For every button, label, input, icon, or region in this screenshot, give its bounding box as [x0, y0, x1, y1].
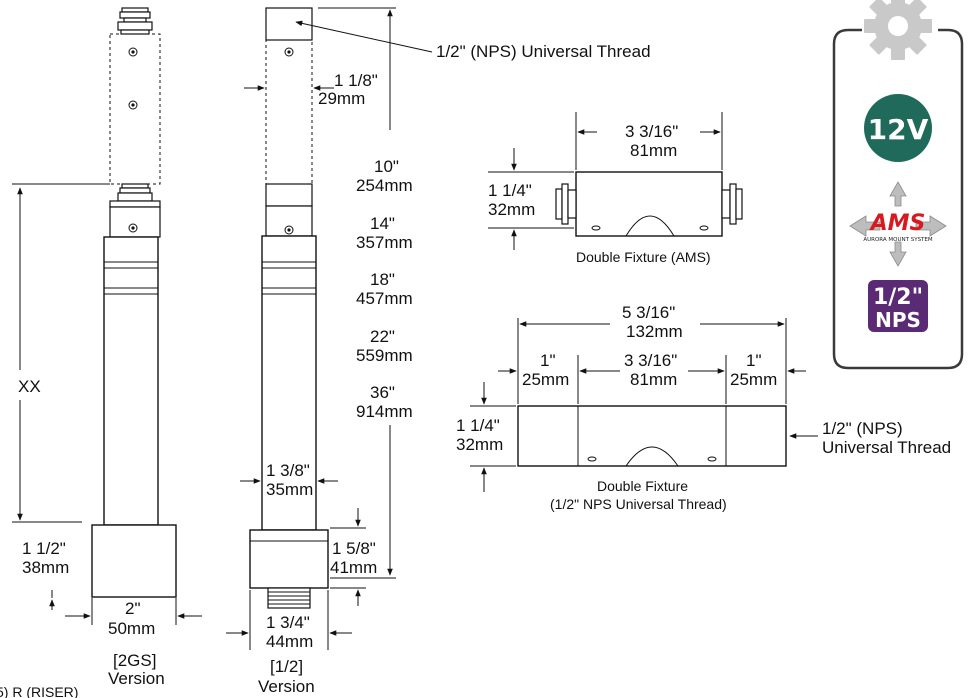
right-base-height-mm: 41mm — [330, 558, 377, 577]
left-base-width-mm: 50mm — [108, 619, 155, 638]
ams-height-in: 1 1/4" — [488, 181, 532, 200]
ams-width-in: 3 3/16" — [625, 122, 678, 141]
length-36-mm: 914mm — [356, 402, 413, 421]
left-base-width-in: 2" — [125, 599, 141, 618]
ams-height-mm: 32mm — [488, 200, 535, 219]
ams-logo: AMS AURORA MOUNT SYSTEM — [849, 181, 947, 267]
ams-dimensions — [488, 112, 723, 250]
length-18-in: 18" — [370, 270, 395, 289]
height-xx-label: XX — [18, 377, 41, 396]
length-14-in: 14" — [370, 214, 395, 233]
voltage-label: 12V — [868, 113, 929, 146]
nps-badge: 1/2" NPS — [868, 280, 928, 332]
left-base-height-in: 1 1/2" — [22, 539, 66, 558]
right-base-width-mm: 44mm — [266, 632, 313, 651]
length-10-in: 10" — [374, 157, 399, 176]
right-fixture-half — [249, 7, 329, 609]
right-version-code: [1/2] — [270, 657, 303, 676]
nps-height-mm: 32mm — [456, 435, 503, 454]
left-version-code: [2GS] — [113, 651, 156, 670]
nps-thread-line1: 1/2" (NPS) — [822, 419, 903, 438]
nps-caption-line2: (1/2" NPS Universal Thread) — [550, 496, 727, 512]
nps-badge-top: 1/2" — [873, 285, 923, 310]
tube-width-in: 1 3/8" — [266, 461, 310, 480]
nps-height-in: 1 1/4" — [456, 416, 500, 435]
right-dimensions — [226, 7, 433, 650]
length-18-mm: 457mm — [356, 289, 413, 308]
nps-double-fixture — [517, 405, 787, 467]
nps-right-in: 1" — [746, 351, 762, 370]
feature-panel — [832, 28, 964, 370]
right-base-width-in: 1 3/4" — [266, 613, 310, 632]
length-22-mm: 559mm — [356, 346, 413, 365]
ams-logo-subtext: AURORA MOUNT SYSTEM — [863, 237, 933, 243]
thread-callout: 1/2" (NPS) Universal Thread — [436, 42, 651, 61]
gear-icon — [864, 0, 932, 60]
nps-center-in: 3 3/16" — [624, 351, 677, 370]
left-fixture-2gs — [91, 7, 177, 598]
right-version-word: Version — [258, 677, 315, 696]
length-36-in: 36" — [370, 383, 395, 402]
nps-badge-bottom: NPS — [875, 308, 921, 332]
footer-note: 5) R (RISER) — [0, 684, 78, 698]
length-22-in: 22" — [370, 327, 395, 346]
nps-total-mm: 132mm — [626, 322, 683, 341]
ams-double-fixture — [555, 171, 743, 237]
length-10-mm: 254mm — [356, 176, 413, 195]
riser-width-mm: 29mm — [318, 89, 365, 108]
left-base-height-mm: 38mm — [22, 558, 69, 577]
nps-left-in: 1" — [540, 351, 556, 370]
voltage-badge: 12V — [864, 94, 932, 162]
nps-caption-line1: Double Fixture — [597, 478, 688, 494]
nps-left-mm: 25mm — [522, 370, 569, 389]
nps-right-mm: 25mm — [730, 370, 777, 389]
tube-width-mm: 35mm — [266, 480, 313, 499]
length-14-mm: 357mm — [356, 233, 413, 252]
left-dimensions — [12, 183, 202, 625]
nps-center-mm: 81mm — [630, 370, 677, 389]
nps-dimensions — [470, 318, 818, 492]
ams-width-mm: 81mm — [630, 141, 677, 160]
riser-width-in: 1 1/8" — [334, 71, 378, 90]
left-version-word: Version — [108, 669, 165, 688]
right-base-height-in: 1 5/8" — [332, 539, 376, 558]
nps-total-in: 5 3/16" — [622, 303, 675, 322]
ams-logo-text: AMS — [869, 211, 926, 236]
nps-thread-line2: Universal Thread — [822, 438, 951, 457]
ams-caption: Double Fixture (AMS) — [576, 249, 711, 265]
